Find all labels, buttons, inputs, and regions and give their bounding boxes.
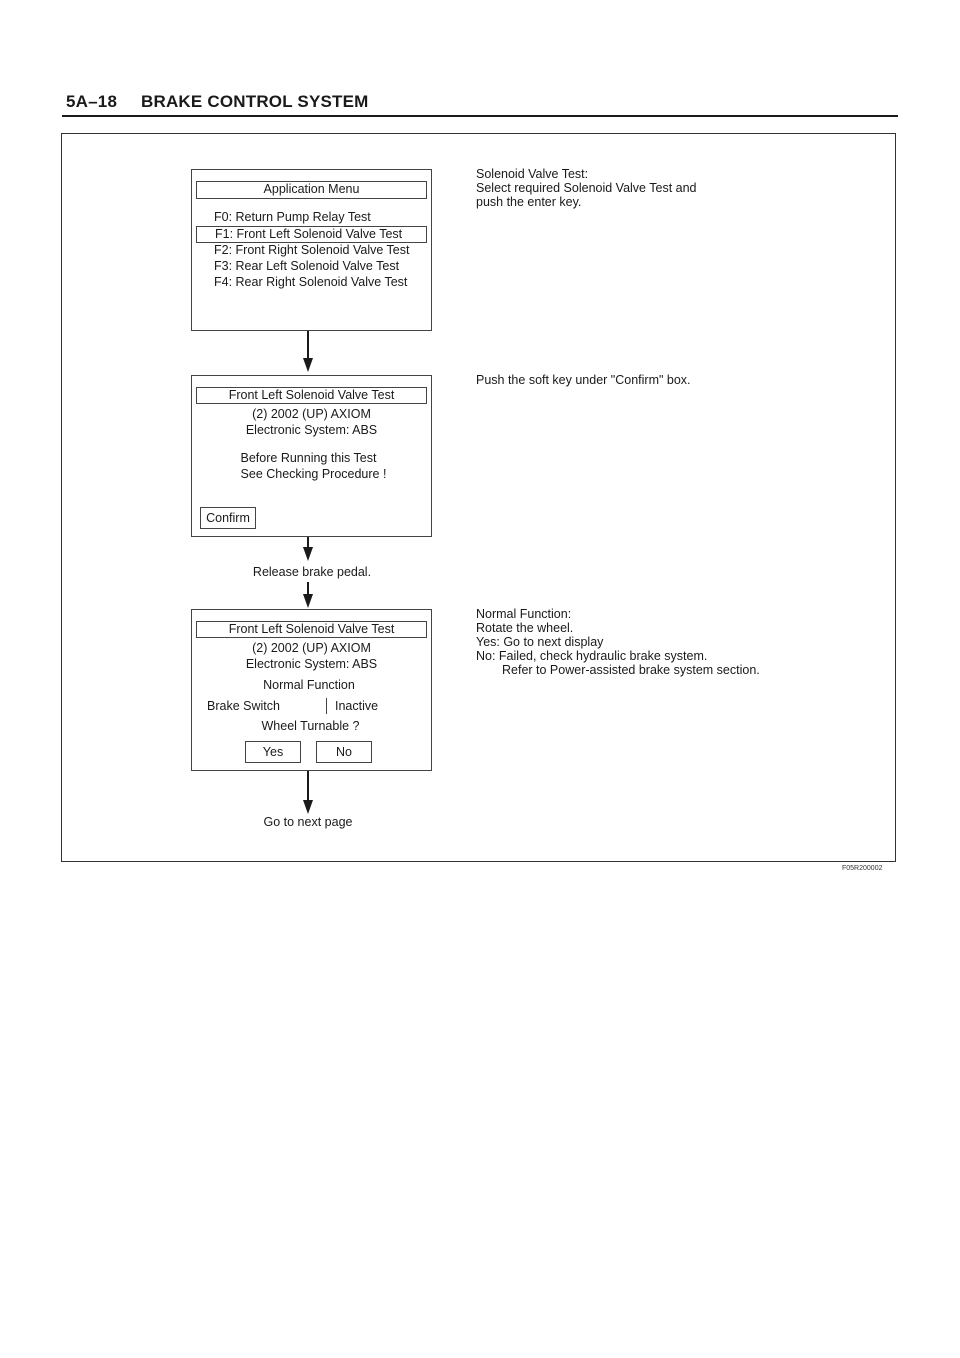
warning-line-1: Before Running this Test (240, 451, 377, 465)
vehicle-info: (2) 2002 (UP) AXIOM (252, 641, 371, 655)
header-rule (62, 115, 898, 117)
menu-item-f4[interactable]: F4: Rear Right Solenoid Valve Test (214, 275, 408, 289)
system-info: Electronic System: ABS (245, 657, 378, 671)
screen-title-bar: Front Left Solenoid Valve Test (196, 621, 427, 638)
flow-arrow-shaft (307, 537, 309, 549)
yes-button[interactable]: Yes (245, 741, 301, 763)
param-separator (326, 698, 327, 714)
step-release-brake: Release brake pedal. (252, 565, 372, 579)
note-line: Yes: Go to next display (476, 635, 604, 649)
warning-line-2: See Checking Procedure ! (240, 467, 387, 481)
figure-frame (61, 133, 896, 862)
flow-arrow-shaft (307, 331, 309, 359)
param-name: Brake Switch (207, 699, 280, 713)
normal-function-screen: Front Left Solenoid Valve Test (2) 2002 … (191, 609, 432, 771)
note-line: Rotate the wheel. (476, 621, 574, 635)
note-line: Normal Function: (476, 607, 572, 621)
screen-title-bar: Application Menu (196, 181, 427, 199)
flow-arrow-head (303, 594, 313, 608)
flow-arrow-head (303, 800, 313, 814)
figure-code: F05R200002 (842, 865, 883, 872)
screen-title-bar: Front Left Solenoid Valve Test (196, 387, 427, 404)
note-line: Solenoid Valve Test: (476, 167, 589, 181)
note-push-confirm: Push the soft key under "Confirm" box. (476, 373, 691, 387)
section-title: BRAKE CONTROL SYSTEM (141, 92, 369, 111)
note-normal-function: Normal Function: Rotate the wheel. Yes: … (476, 607, 760, 677)
note-line: Refer to Power-assisted brake system sec… (502, 663, 760, 677)
param-value: Inactive (335, 699, 379, 713)
flow-arrow-shaft (307, 582, 309, 595)
note-line: Select required Solenoid Valve Test and (476, 181, 697, 195)
note-line: push the enter key. (476, 195, 582, 209)
page-number: 5A–18 (66, 92, 118, 111)
menu-item-f0[interactable]: F0: Return Pump Relay Test (214, 210, 371, 224)
menu-item-f2[interactable]: F2: Front Right Solenoid Valve Test (214, 243, 410, 257)
vehicle-info: (2) 2002 (UP) AXIOM (252, 407, 371, 421)
menu-item-f1-selected[interactable]: F1: Front Left Solenoid Valve Test (196, 226, 427, 243)
note-solenoid-valve-test: Solenoid Valve Test: Select required Sol… (476, 167, 697, 209)
menu-item-f3[interactable]: F3: Rear Left Solenoid Valve Test (214, 259, 400, 273)
system-info: Electronic System: ABS (245, 423, 378, 437)
note-line: No: Failed, check hydraulic brake system… (476, 649, 708, 663)
application-menu-screen: Application Menu F0: Return Pump Relay T… (191, 169, 432, 331)
test-confirm-screen: Front Left Solenoid Valve Test (2) 2002 … (191, 375, 432, 537)
flow-arrow-shaft (307, 771, 309, 801)
flow-arrow-head (303, 547, 313, 561)
question-label: Wheel Turnable ? (261, 719, 360, 733)
flow-arrow-head (303, 358, 313, 372)
mode-label: Normal Function (263, 678, 355, 692)
step-go-next-page: Go to next page (263, 815, 353, 829)
confirm-button[interactable]: Confirm (200, 507, 256, 529)
menu-item-f1-label: F1: Front Left Solenoid Valve Test (215, 227, 403, 241)
no-button[interactable]: No (316, 741, 372, 763)
